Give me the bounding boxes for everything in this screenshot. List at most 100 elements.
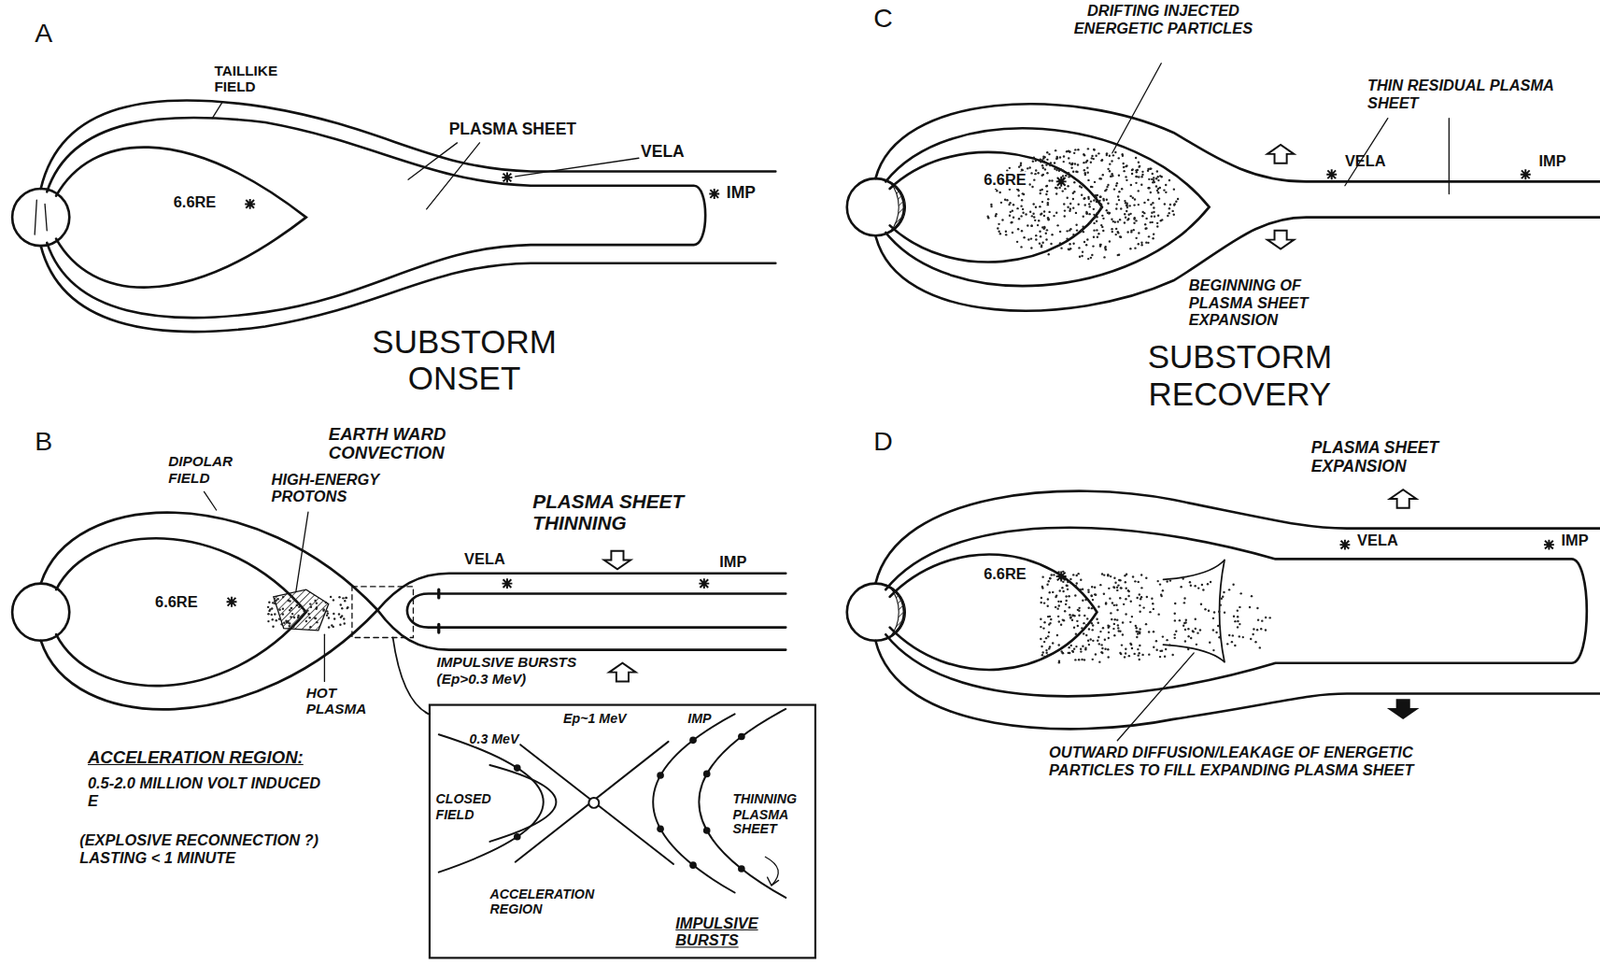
particle-dot (1118, 198, 1120, 201)
particle-dot (289, 615, 292, 618)
particle-dot (1083, 240, 1086, 243)
inset-label: ACCELERATION REGION (489, 887, 618, 918)
particle-dot (1054, 595, 1057, 598)
particle-dot (1034, 169, 1037, 171)
particle-dot (1179, 585, 1182, 588)
particle-dot (1113, 604, 1116, 607)
particle-dot (1019, 161, 1022, 164)
particle-dot (1052, 573, 1055, 576)
particle-dot (1102, 198, 1105, 200)
particle-dot (1065, 237, 1068, 240)
particle-dot (1047, 211, 1050, 213)
particle-dot (310, 606, 312, 609)
particle-dot (1061, 174, 1064, 177)
particle-dot (299, 616, 302, 619)
position-marker (1520, 169, 1531, 180)
particle-dot (1239, 592, 1242, 595)
particle-dot (1095, 220, 1098, 223)
particle-dot (1072, 206, 1075, 209)
particle-dot (1062, 155, 1065, 157)
particle-dot (1212, 649, 1215, 652)
particle-dot (1083, 169, 1086, 171)
particle-dot (1088, 643, 1091, 646)
particle-dot (1072, 233, 1075, 236)
particle-dot (1138, 658, 1141, 661)
particle-dot (1195, 643, 1198, 646)
particle-dot (1150, 212, 1153, 214)
particle-dot (1117, 220, 1119, 223)
particle-dot (1128, 590, 1131, 593)
particle-dot (292, 625, 295, 628)
annotation-label: (EXPLOSIVE RECONNECTION ?) LASTING < 1 M… (79, 832, 386, 867)
particle-dot (1028, 183, 1031, 185)
particle-dot (1063, 609, 1066, 612)
particle-dot (1056, 224, 1059, 227)
particle-dot (1189, 584, 1192, 587)
motion-arrow (1389, 489, 1416, 509)
particle-dot (1037, 219, 1040, 222)
annotation-label: IMP (1561, 532, 1599, 550)
particle-dot (1106, 212, 1109, 214)
particle-dot (1005, 230, 1007, 233)
particle-dot (1251, 633, 1254, 636)
particle-dot (1096, 638, 1099, 641)
particle-dot (1153, 214, 1156, 217)
annotation-label: HIGH-ENERGY PROTONS (271, 471, 436, 507)
particle-dot (1131, 169, 1133, 171)
particle-dot (1080, 183, 1083, 185)
particle-dot (513, 833, 522, 841)
particle-dot (322, 608, 325, 611)
particle-dot (1048, 615, 1051, 618)
particle-dot (1264, 628, 1267, 631)
particle-dot (288, 608, 291, 611)
particle-dot (1094, 593, 1097, 595)
particle-dot (1147, 186, 1150, 189)
particle-dot (1046, 190, 1048, 193)
annotation-label: IMP (719, 553, 771, 571)
particle-dot (1066, 580, 1069, 583)
particle-dot (1156, 222, 1159, 225)
particle-dot (1129, 195, 1132, 198)
particle-dot (1143, 201, 1146, 204)
position-marker (502, 578, 513, 589)
particle-dot (1076, 572, 1079, 575)
particle-dot (1122, 166, 1125, 169)
particle-dot (1099, 195, 1102, 198)
particle-dot (1041, 241, 1044, 244)
particle-dot (1046, 158, 1048, 161)
particle-dot (1104, 188, 1107, 191)
particle-dot (1041, 586, 1044, 589)
particle-dot (341, 596, 344, 599)
particle-dot (1043, 226, 1046, 228)
particle-dot (1045, 651, 1048, 653)
inset-particles (513, 733, 746, 873)
particle-dot (1164, 184, 1167, 186)
particle-dot (1124, 201, 1127, 204)
particle-dot (1182, 624, 1185, 627)
particle-dot (1019, 204, 1022, 207)
particle-dot (1135, 636, 1138, 638)
particle-dot (1149, 191, 1152, 194)
particle-dot (267, 620, 270, 623)
particle-dot (1084, 171, 1087, 174)
particle-dot (1202, 588, 1204, 591)
particle-dot (1174, 619, 1176, 622)
particle-dot (1005, 198, 1008, 201)
particle-dot (1161, 589, 1164, 592)
particle-dot (1080, 229, 1083, 232)
particle-dot (1130, 599, 1133, 602)
particle-dot (1173, 203, 1176, 206)
particle-dot (1207, 609, 1210, 612)
particle-dot (1099, 630, 1102, 633)
particle-dot (1053, 161, 1056, 164)
particle-dot (1111, 174, 1114, 177)
particle-dot (1060, 650, 1062, 652)
particle-dot (1064, 603, 1067, 606)
particle-dot (1074, 162, 1077, 165)
particle-dot (1021, 212, 1024, 214)
particle-dot (1065, 584, 1068, 587)
particle-dot (1047, 580, 1050, 582)
panel-c-field (847, 63, 1600, 312)
particle-dot (1029, 211, 1032, 213)
annotation-label: EARTH WARD CONVECTION (328, 424, 513, 464)
